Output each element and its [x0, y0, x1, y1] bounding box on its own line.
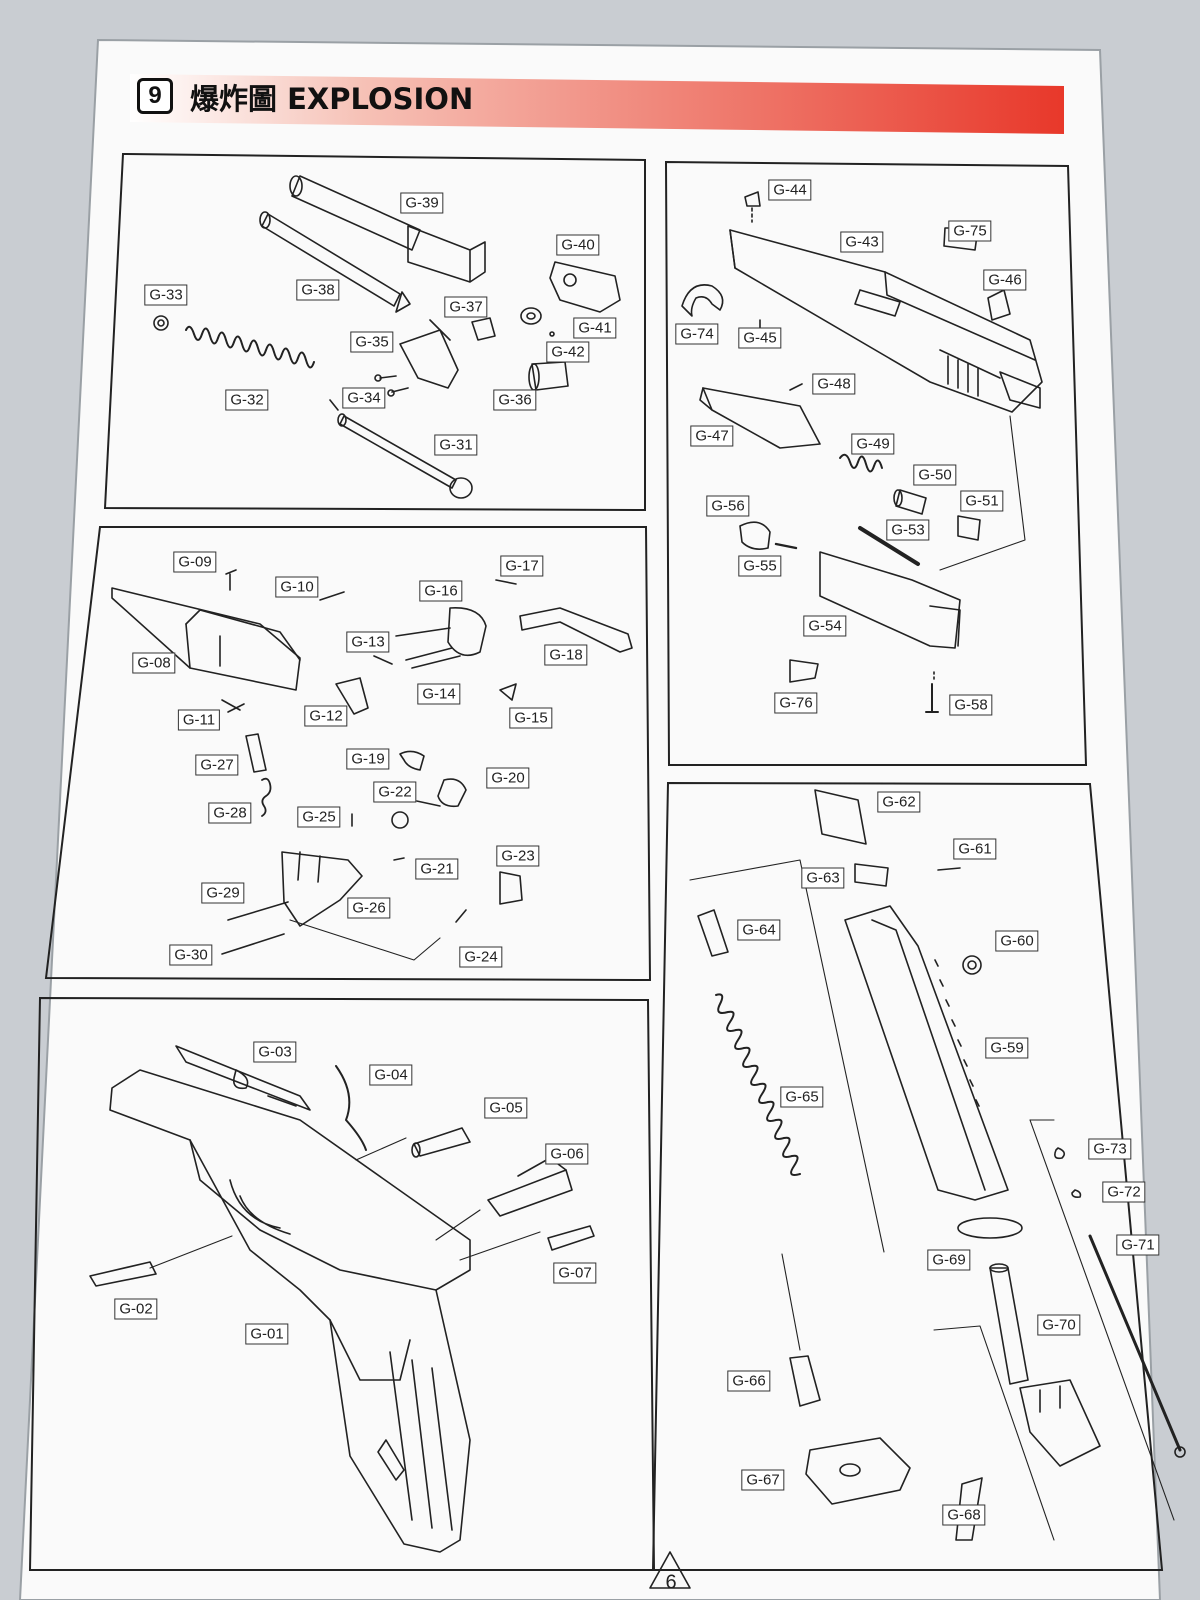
- page-title: 爆炸圖 EXPLOSION: [190, 82, 474, 116]
- part-label-g64: G-64: [737, 919, 781, 941]
- part-label-g70: G-70: [1037, 1314, 1081, 1336]
- part-label-g14: G-14: [417, 683, 461, 705]
- part-label-g33: G-33: [144, 284, 188, 306]
- part-label-g66: G-66: [727, 1370, 771, 1392]
- panel-frame-frame: [28, 996, 656, 1571]
- part-label-g16: G-16: [419, 580, 463, 602]
- part-label-g18: G-18: [544, 644, 588, 666]
- part-label-g67: G-67: [741, 1469, 785, 1491]
- part-label-g59: G-59: [985, 1037, 1029, 1059]
- part-label-g26: G-26: [347, 897, 391, 919]
- part-label-g04: G-04: [369, 1064, 413, 1086]
- magazine-drawing: [689, 789, 1186, 1541]
- part-label-g74: G-74: [675, 323, 719, 345]
- part-label-g10: G-10: [275, 576, 319, 598]
- part-label-g62: G-62: [877, 791, 921, 813]
- part-label-g49: G-49: [851, 433, 895, 455]
- part-label-g07: G-07: [553, 1262, 597, 1284]
- part-label-g21: G-21: [415, 858, 459, 880]
- page-number-triangle: [649, 1551, 691, 1589]
- trigger-drawing: [111, 569, 633, 961]
- panel-magazine-frame: [651, 781, 1164, 1571]
- part-label-g13: G-13: [346, 631, 390, 653]
- part-label-g01: G-01: [245, 1323, 289, 1345]
- page-number: 6: [665, 1571, 677, 1594]
- part-label-g03: G-03: [253, 1041, 297, 1063]
- part-label-g05: G-05: [484, 1097, 528, 1119]
- panel-trigger-frame: [44, 526, 652, 982]
- part-label-g53: G-53: [886, 519, 930, 541]
- panel-slide-frame: [664, 160, 1088, 766]
- part-label-g19: G-19: [346, 748, 390, 770]
- part-label-g28: G-28: [208, 802, 252, 824]
- part-label-g68: G-68: [942, 1504, 986, 1526]
- part-label-g39: G-39: [400, 192, 444, 214]
- part-label-g55: G-55: [738, 555, 782, 577]
- part-label-g73: G-73: [1088, 1138, 1132, 1160]
- part-label-g56: G-56: [706, 495, 750, 517]
- part-label-g15: G-15: [509, 707, 553, 729]
- frame-drawing: [89, 1045, 595, 1553]
- part-label-g38: G-38: [296, 279, 340, 301]
- section-number: 9: [137, 78, 173, 114]
- part-label-g08: G-08: [132, 652, 176, 674]
- part-label-g76: G-76: [774, 692, 818, 714]
- part-label-g06: G-06: [545, 1143, 589, 1165]
- part-label-g22: G-22: [373, 781, 417, 803]
- part-label-g20: G-20: [486, 767, 530, 789]
- part-label-g32: G-32: [225, 389, 269, 411]
- part-label-g24: G-24: [459, 946, 503, 968]
- part-label-g71: G-71: [1116, 1234, 1160, 1256]
- part-label-g30: G-30: [169, 944, 213, 966]
- part-label-g48: G-48: [812, 373, 856, 395]
- part-label-g63: G-63: [801, 867, 845, 889]
- part-label-g42: G-42: [546, 341, 590, 363]
- part-label-g27: G-27: [195, 754, 239, 776]
- part-label-g23: G-23: [496, 845, 540, 867]
- part-label-g25: G-25: [297, 806, 341, 828]
- part-label-g45: G-45: [738, 327, 782, 349]
- part-label-g60: G-60: [995, 930, 1039, 952]
- part-label-g12: G-12: [304, 705, 348, 727]
- part-label-g02: G-02: [114, 1298, 158, 1320]
- part-label-g50: G-50: [913, 464, 957, 486]
- header-band: [130, 74, 1064, 134]
- part-label-g65: G-65: [780, 1086, 824, 1108]
- panel-barrel-frame: [103, 152, 646, 512]
- part-label-g41: G-41: [573, 317, 617, 339]
- barrel-drawing: [153, 175, 621, 499]
- part-label-g35: G-35: [350, 331, 394, 353]
- part-label-g40: G-40: [556, 234, 600, 256]
- part-label-g47: G-47: [690, 425, 734, 447]
- part-label-g34: G-34: [342, 387, 386, 409]
- part-label-g54: G-54: [803, 615, 847, 637]
- part-label-g37: G-37: [444, 296, 488, 318]
- part-label-g09: G-09: [173, 551, 217, 573]
- part-label-g69: G-69: [927, 1249, 971, 1271]
- part-label-g43: G-43: [840, 231, 884, 253]
- part-label-g29: G-29: [201, 882, 245, 904]
- part-label-g31: G-31: [434, 434, 478, 456]
- part-label-g61: G-61: [953, 838, 997, 860]
- part-label-g51: G-51: [960, 490, 1004, 512]
- part-label-g46: G-46: [983, 269, 1027, 291]
- part-label-g17: G-17: [500, 555, 544, 577]
- part-label-g58: G-58: [949, 694, 993, 716]
- part-label-g75: G-75: [948, 220, 992, 242]
- part-label-g11: G-11: [177, 709, 221, 731]
- part-label-g36: G-36: [493, 389, 537, 411]
- part-label-g44: G-44: [768, 179, 812, 201]
- part-label-g72: G-72: [1102, 1181, 1146, 1203]
- slide-drawing: [681, 191, 1043, 713]
